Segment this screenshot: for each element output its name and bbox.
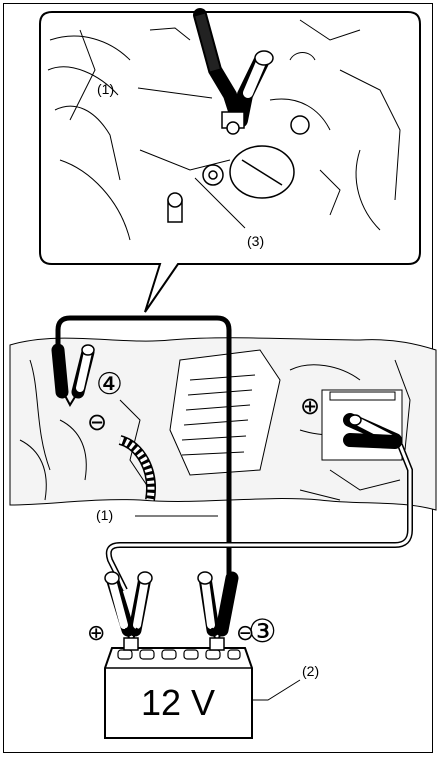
callout-cable-mid: (1) — [96, 507, 113, 523]
booster-battery: 12 V — [105, 638, 252, 738]
detail-inset: (1) (3) — [40, 12, 420, 312]
negative-symbol-booster: ⊖ — [236, 620, 254, 645]
clamp-booster-positive — [105, 572, 152, 645]
clamp-booster-negative — [198, 572, 232, 645]
positive-symbol-booster: ⊕ — [87, 620, 105, 645]
positive-symbol-vehicle: ⊕ — [300, 393, 320, 420]
callout-engine-ground: (3) — [247, 233, 264, 249]
step-four-marker: ④ — [96, 368, 123, 401]
battery-voltage-label: 12 V — [141, 682, 215, 723]
callout-booster-battery: (2) — [302, 663, 319, 679]
callout-cable-top: (1) — [97, 81, 114, 97]
negative-symbol-engine: ⊖ — [87, 409, 107, 436]
